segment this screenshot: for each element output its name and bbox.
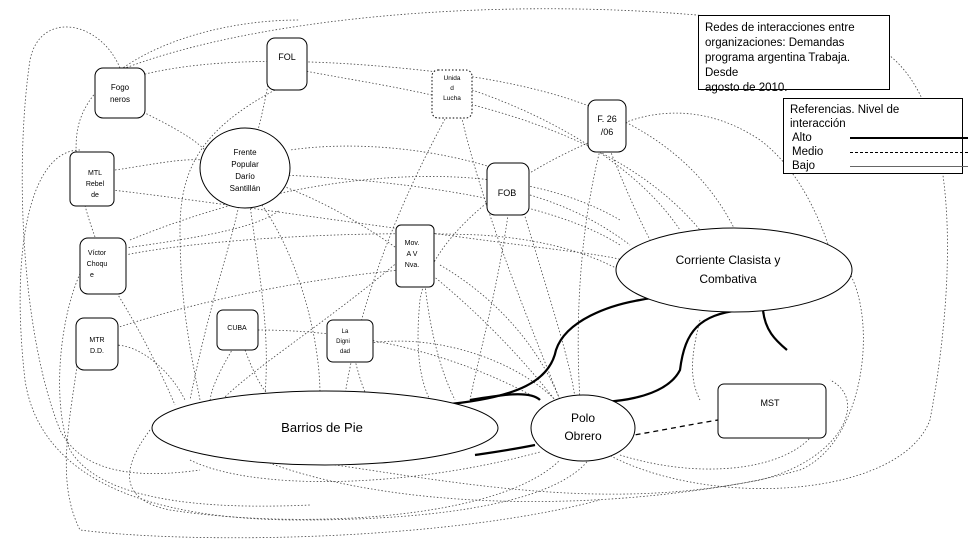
svg-text:CUBA: CUBA	[227, 325, 247, 332]
title-line: organizaciones: Demandas	[705, 37, 845, 49]
legend-item-medium: Medio	[790, 145, 968, 159]
title-line: programa argentina Trabaja. Desde	[705, 52, 851, 79]
node-barrios-de-pie[interactable]: Barrios de Pie	[151, 390, 499, 466]
svg-text:MST: MST	[761, 398, 781, 408]
legend-heading: Referencias. Nivel de interacción	[790, 104, 900, 130]
legend-line-thin	[850, 166, 968, 167]
diagram-title-box: Redes de interacciones entre organizacio…	[698, 15, 890, 94]
node-fol[interactable]: FOL	[266, 37, 308, 91]
svg-text:Barrios de Pie: Barrios de Pie	[281, 420, 363, 435]
node-f2606[interactable]: F. 26/06	[587, 99, 627, 153]
legend-box: Referencias. Nivel de interacción Alto M…	[783, 98, 968, 174]
svg-text:F. 26/06: F. 26/06	[597, 114, 617, 137]
svg-text:FOB: FOB	[498, 188, 517, 198]
title-line: agosto de 2010.	[705, 82, 788, 94]
legend-label: Medio	[792, 146, 824, 158]
svg-text:FOL: FOL	[278, 52, 296, 62]
legend-line-solid	[850, 137, 968, 139]
low-interaction-links	[19, 8, 948, 539]
legend-item-low: Bajo	[790, 159, 968, 173]
node-cuba[interactable]: CUBA	[216, 309, 259, 351]
legend-item-high: Alto	[790, 131, 968, 145]
legend-label: Bajo	[792, 160, 816, 172]
node-fob[interactable]: FOB	[486, 162, 530, 216]
node-mst[interactable]: MST	[717, 383, 827, 439]
legend-line-dashed	[850, 152, 968, 153]
legend-label: Alto	[792, 132, 812, 144]
title-line: Redes de interacciones entre	[705, 22, 855, 34]
